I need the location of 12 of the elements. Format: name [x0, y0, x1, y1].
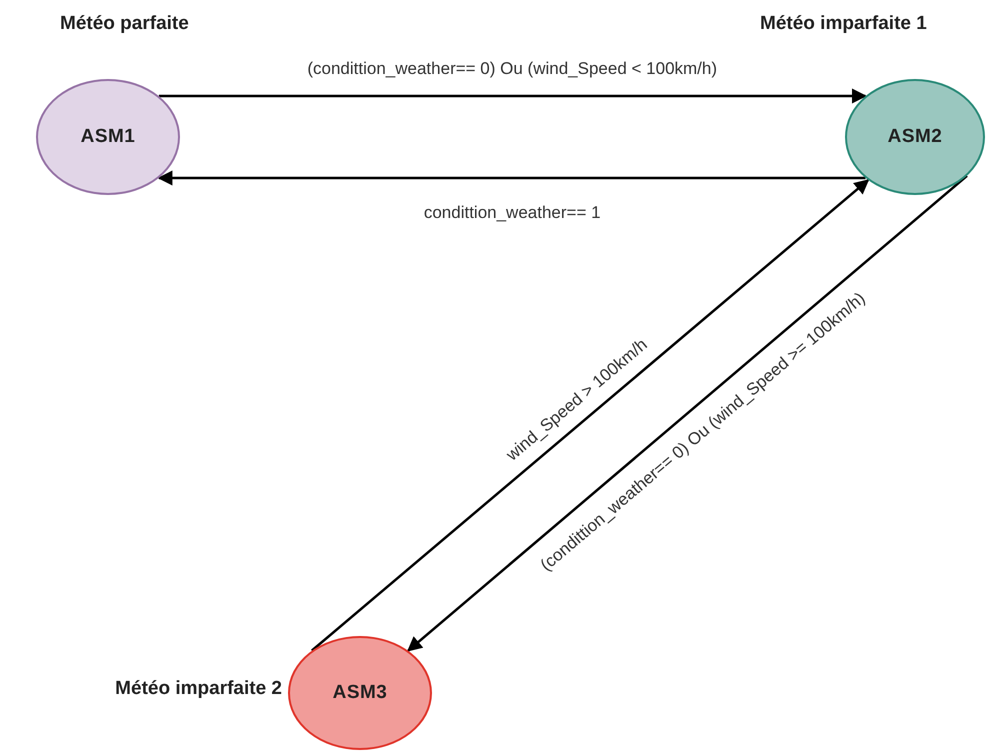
arrow	[158, 88, 867, 104]
state-label: ASM2	[888, 124, 942, 149]
state-label: ASM3	[332, 680, 388, 705]
state-heading: Météo imparfaite 2	[114, 677, 282, 701]
arrow	[407, 174, 968, 652]
state-heading: Météo imparfaite 1	[760, 12, 928, 36]
edge-label: condittion_weather== 1	[422, 203, 602, 223]
state-label: ASM1	[80, 124, 136, 149]
arrow	[157, 170, 866, 186]
arrow	[311, 179, 870, 652]
edge-label: (condittion_weather== 0) Ou (wind_Speed < 100km/h)	[306, 58, 718, 79]
state-heading: Météo parfaite	[60, 12, 190, 36]
